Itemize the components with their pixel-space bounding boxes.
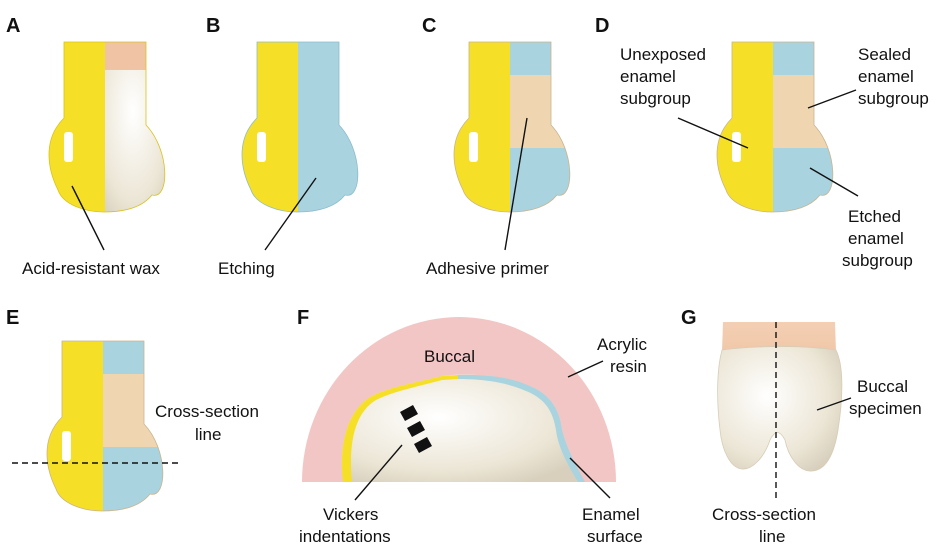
label-etched-line2: enamel bbox=[848, 229, 904, 248]
label-enamel-line1: Enamel bbox=[582, 505, 640, 524]
tooth-diagram-a bbox=[40, 40, 175, 220]
tooth-diagram-d bbox=[708, 40, 843, 220]
label-sealed-line2: enamel bbox=[858, 67, 914, 86]
panel-e: E Cross-section line bbox=[6, 307, 259, 519]
label-etched-line3: subgroup bbox=[842, 251, 913, 270]
panel-letter-a: A bbox=[6, 15, 20, 37]
label-acid-resistant-wax: Acid-resistant wax bbox=[22, 259, 160, 278]
panel-letter-f: F bbox=[297, 307, 309, 329]
label-buccal-specimen-line1: Buccal bbox=[857, 377, 908, 396]
tooth-diagram-c bbox=[445, 40, 580, 220]
panel-d: D Unexposed enamel subgroup Sealed ename… bbox=[595, 15, 929, 270]
panel-letter-b: B bbox=[206, 15, 220, 37]
label-vickers-line1: Vickers bbox=[323, 505, 378, 524]
panel-letter-e: E bbox=[6, 307, 19, 329]
panel-b: B Etching bbox=[206, 15, 368, 278]
label-vickers-line2: indentations bbox=[299, 527, 391, 546]
label-etched-line1: Etched bbox=[848, 207, 901, 226]
label-acrylic-line2: resin bbox=[610, 357, 647, 376]
label-buccal-specimen-line2: specimen bbox=[849, 399, 922, 418]
panel-letter-c: C bbox=[422, 15, 436, 37]
label-unexposed-line1: Unexposed bbox=[620, 45, 706, 64]
tooth-diagram-e bbox=[38, 339, 173, 519]
highlight-reflection bbox=[64, 132, 73, 162]
panel-f: F Buccal Acrylic resin Vickers indentati… bbox=[297, 307, 648, 546]
label-etching: Etching bbox=[218, 259, 275, 278]
label-cross-section-g-line1: Cross-section bbox=[712, 505, 816, 524]
label-enamel-line2: surface bbox=[587, 527, 643, 546]
label-cross-section-e-line2: line bbox=[195, 425, 221, 444]
label-unexposed-line3: subgroup bbox=[620, 89, 691, 108]
tooth-diagram-b bbox=[233, 40, 368, 220]
panel-c: C Adhesive primer bbox=[422, 15, 580, 278]
panel-g: G Buccal specimen Cross-section line bbox=[681, 307, 922, 546]
label-sealed-line3: subgroup bbox=[858, 89, 929, 108]
label-unexposed-line2: enamel bbox=[620, 67, 676, 86]
label-cross-section-e-line1: Cross-section bbox=[155, 402, 259, 421]
label-adhesive-primer: Adhesive primer bbox=[426, 259, 549, 278]
panel-letter-d: D bbox=[595, 15, 609, 37]
label-acrylic-line1: Acrylic bbox=[597, 335, 648, 354]
label-buccal: Buccal bbox=[424, 347, 475, 366]
label-sealed-line1: Sealed bbox=[858, 45, 911, 64]
panel-a: A Acid-resistant wax bbox=[6, 15, 175, 278]
label-cross-section-g-line2: line bbox=[759, 527, 785, 546]
buccal-specimen-crown bbox=[718, 346, 842, 471]
panel-letter-g: G bbox=[681, 307, 697, 329]
